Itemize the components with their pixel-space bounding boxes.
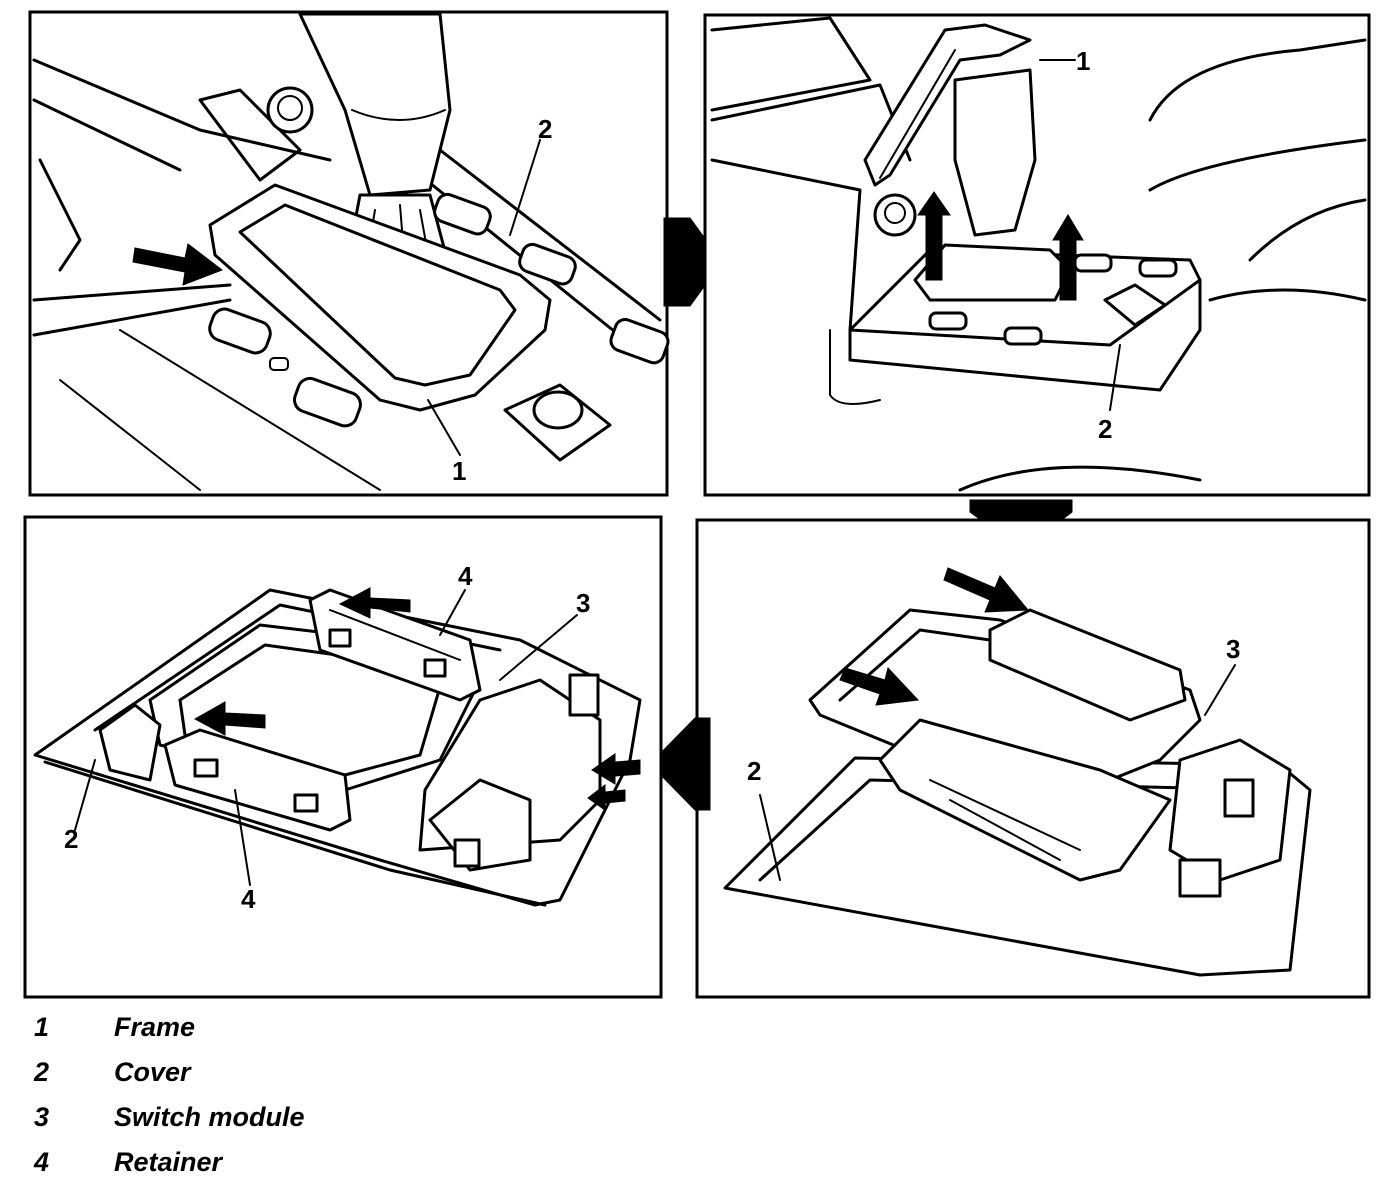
legend-label: Switch module: [114, 1102, 305, 1132]
legend: 1 Frame 2 Cover 3 Switch module 4 Retain…: [30, 1005, 630, 1185]
callout-p4-retainer-top: 4: [458, 561, 473, 591]
legend-number: 1: [34, 1012, 50, 1042]
panel-4-retainers-released: [23, 515, 663, 999]
callout-p4-cover: 2: [64, 824, 78, 854]
callout-p4-switch: 3: [576, 588, 590, 618]
legend-item-retainer: 4 Retainer: [30, 1140, 630, 1185]
callout-p4-retainer-bottom: 4: [241, 884, 256, 914]
legend-label: Retainer: [114, 1147, 223, 1177]
panel-2-frame-lifted: [703, 13, 1371, 497]
step-arrow-left: [649, 717, 711, 811]
callout-p2-cover: 2: [1098, 414, 1112, 444]
legend-item-frame: 1 Frame: [30, 1005, 630, 1050]
legend-label: Cover: [114, 1057, 191, 1087]
callout-p3-switch: 3: [1226, 634, 1240, 664]
panel-1-frame-removal: [28, 10, 670, 497]
legend-item-cover: 2 Cover: [30, 1050, 630, 1095]
legend-number: 4: [34, 1147, 50, 1177]
panel-3-switch-release: [695, 518, 1371, 999]
callout-p1-frame: 1: [452, 456, 466, 486]
legend-label: Frame: [114, 1012, 196, 1042]
legend-number: 3: [34, 1102, 50, 1132]
legend-item-switch-module: 3 Switch module: [30, 1095, 630, 1140]
legend-number: 2: [34, 1057, 50, 1087]
callout-p3-cover: 2: [747, 756, 761, 786]
callout-p1-cover: 2: [538, 114, 552, 144]
callout-p2-frame: 1: [1076, 46, 1090, 76]
